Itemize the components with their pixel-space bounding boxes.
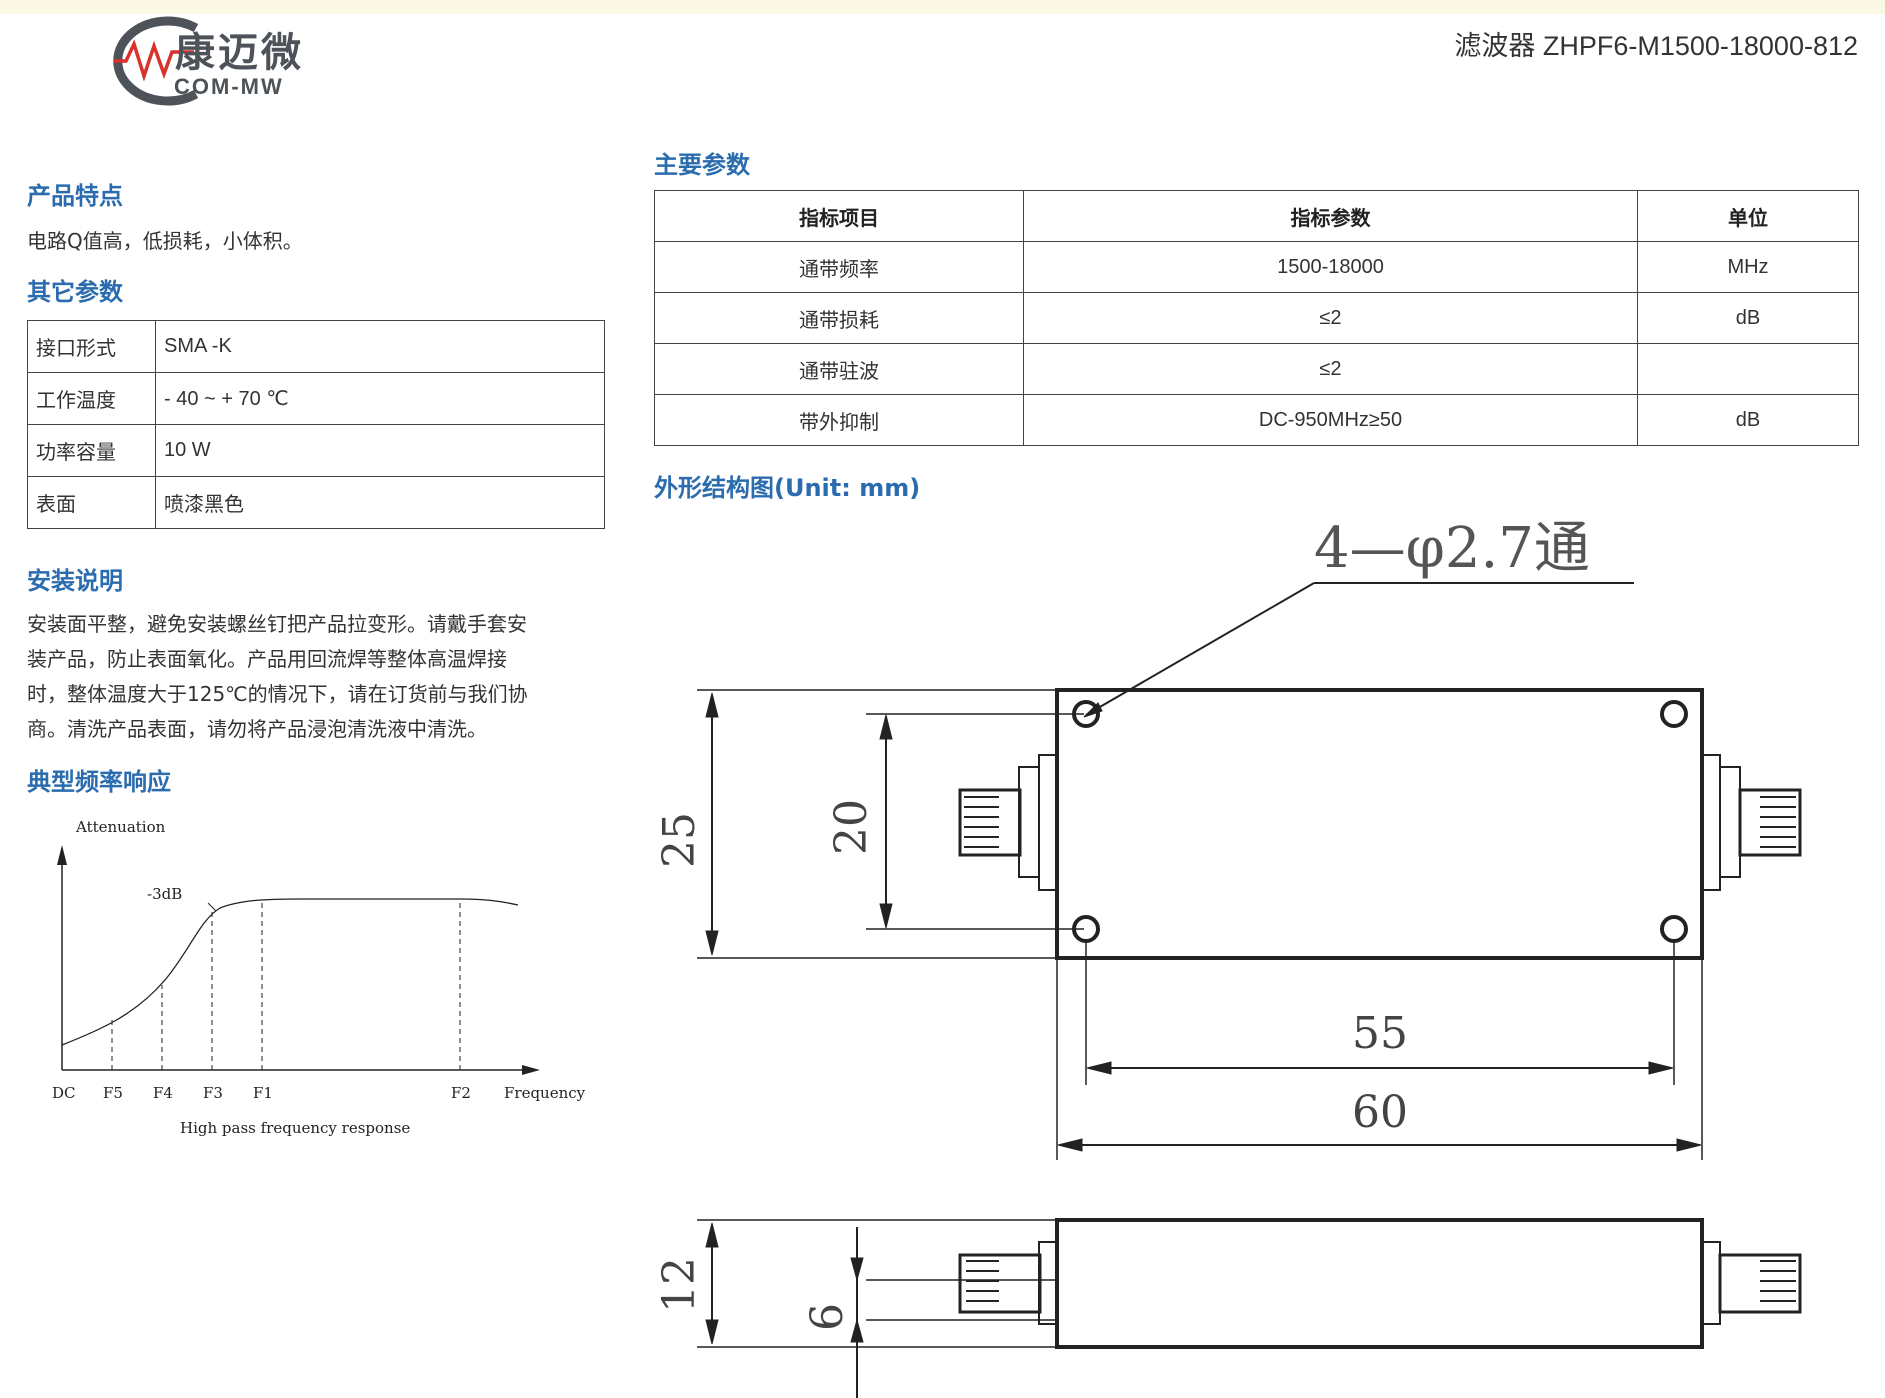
diagram-caption: High pass frequency response (180, 1119, 410, 1137)
column-header: 指标项目 (654, 190, 1024, 242)
x-axis-label: Frequency (504, 1084, 586, 1102)
value-cell: 1500-18000 (1023, 241, 1638, 293)
dim-label-width-outer: 60 (1352, 1087, 1408, 1138)
tick-label: F4 (153, 1084, 173, 1102)
table-row: 功率容量 10 W (27, 424, 605, 477)
unit-cell: dB (1637, 292, 1859, 344)
logo-english-name: COM-MW (174, 74, 284, 99)
table-row: 通带频率 1500-18000 MHz (654, 241, 1859, 293)
unit-cell: dB (1637, 394, 1859, 446)
param-value: - 40 ~ + 70 ℃ (155, 372, 605, 425)
param-name: 表面 (27, 476, 156, 529)
table-row: 表面 喷漆黑色 (27, 476, 605, 529)
minus-3db-label: -3dB (147, 885, 182, 903)
tick-label: DC (52, 1084, 76, 1102)
features-heading: 产品特点 (27, 182, 123, 210)
dim-label-connector-offset: 6 (802, 1303, 853, 1331)
param-value: SMA -K (155, 320, 605, 373)
install-line: 装产品，防止表面氧化。产品用回流焊等整体高温焊接 (27, 647, 507, 671)
install-line: 安装面平整，避免安装螺丝钉把产品拉变形。请戴手套安 (27, 612, 527, 636)
outline-drawing: 4—φ2.7通 (654, 516, 1802, 1398)
table-row: 带外抑制 DC-950MHz≥50 dB (654, 394, 1859, 446)
other-params-heading: 其它参数 (27, 278, 123, 306)
param-value: 喷漆黑色 (155, 476, 605, 529)
table-row: 通带驻波 ≤2 (654, 343, 1859, 395)
hole-note: 4—φ2.7通 (1314, 516, 1590, 581)
dim-label-thickness: 12 (654, 1257, 705, 1313)
value-cell: ≤2 (1023, 292, 1638, 344)
install-heading: 安装说明 (27, 567, 123, 595)
dim-label-width-inner: 55 (1352, 1008, 1408, 1059)
main-params-table: 指标项目 指标参数 单位 通带频率 1500-18000 MHz 通带损耗 ≤2… (654, 190, 1859, 446)
install-line: 时，整体温度大于125℃的情况下，请在订货前与我们协 (27, 682, 528, 706)
item-cell: 通带损耗 (654, 292, 1024, 344)
document-title: 滤波器 ZHPF6-M1500-18000-812 (1454, 31, 1858, 61)
unit-cell: MHz (1637, 241, 1859, 293)
column-header: 指标参数 (1023, 190, 1638, 242)
tick-label: F1 (253, 1084, 273, 1102)
main-params-heading: 主要参数 (654, 151, 750, 179)
table-row: 工作温度 - 40 ~ + 70 ℃ (27, 372, 605, 425)
param-name: 接口形式 (27, 320, 156, 373)
param-name: 工作温度 (27, 372, 156, 425)
logo-chinese-name: 康迈微 (175, 30, 304, 76)
value-cell: DC-950MHz≥50 (1023, 394, 1638, 446)
item-cell: 通带频率 (654, 241, 1024, 293)
column-header: 单位 (1637, 190, 1859, 242)
company-logo (113, 16, 199, 106)
tick-label: F5 (103, 1084, 123, 1102)
dim-label-height-outer: 25 (654, 812, 705, 868)
frequency-response-diagram: Attenuation -3dB DC F5 F4 F3 F1 F2 Frequ… (52, 818, 586, 1137)
install-line: 商。清洗产品表面，请勿将产品浸泡清洗液中清洗。 (27, 717, 487, 741)
outline-heading: 外形结构图(Unit: mm) (654, 474, 921, 502)
table-row: 通带损耗 ≤2 dB (654, 292, 1859, 344)
item-cell: 带外抑制 (654, 394, 1024, 446)
top-band (0, 0, 1885, 14)
tick-label: F2 (451, 1084, 471, 1102)
response-heading: 典型频率响应 (27, 768, 171, 796)
value-cell: ≤2 (1023, 343, 1638, 395)
features-text: 电路Q值高，低损耗，小体积。 (27, 229, 303, 253)
table-header-row: 指标项目 指标参数 单位 (654, 190, 1859, 242)
table-row: 接口形式 SMA -K (27, 320, 605, 373)
dim-label-height-inner: 20 (826, 799, 877, 855)
unit-cell (1637, 343, 1859, 395)
param-name: 功率容量 (27, 424, 156, 477)
y-axis-label: Attenuation (75, 818, 166, 836)
other-params-table: 接口形式 SMA -K 工作温度 - 40 ~ + 70 ℃ 功率容量 10 W… (27, 320, 605, 529)
install-text: 安装面平整，避免安装螺丝钉把产品拉变形。请戴手套安 装产品，防止表面氧化。产品用… (27, 607, 528, 747)
param-value: 10 W (155, 424, 605, 477)
item-cell: 通带驻波 (654, 343, 1024, 395)
tick-label: F3 (203, 1084, 223, 1102)
